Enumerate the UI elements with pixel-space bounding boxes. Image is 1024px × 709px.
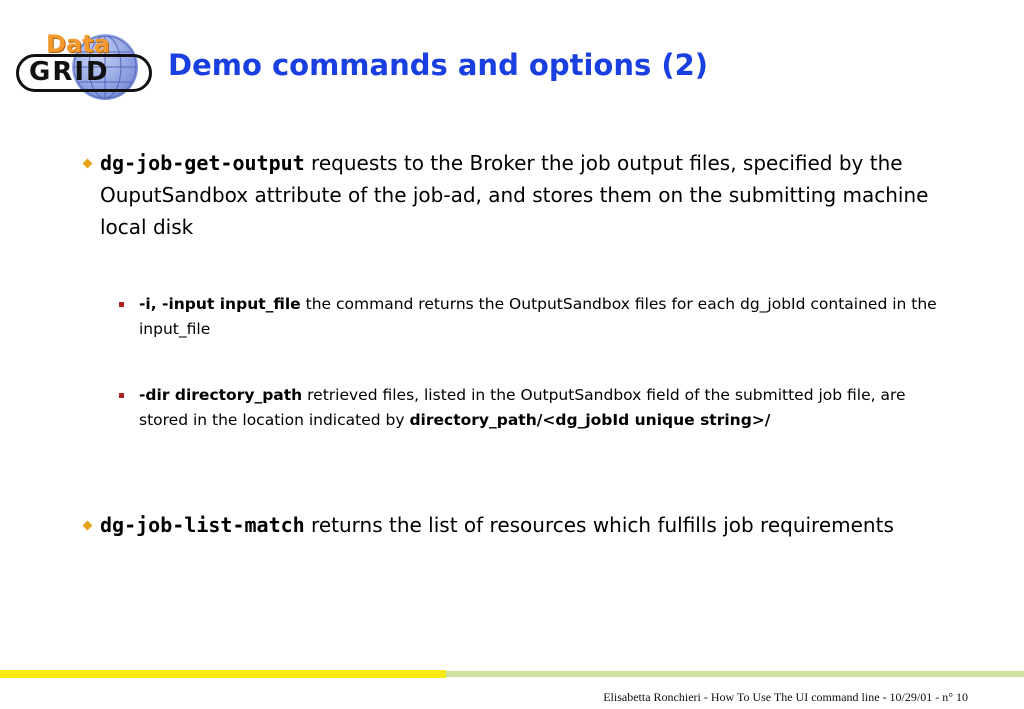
- square-bullet-icon: [119, 393, 124, 398]
- diamond-bullet-icon: [82, 158, 93, 169]
- datagrid-logo: Data GRID: [16, 30, 156, 102]
- bullet-command: dg-job-list-match: [100, 513, 305, 537]
- bullet-item: dg-job-get-output requests to the Broker…: [82, 147, 950, 243]
- sub-bullet-item: -i, -input input_file the command return…: [119, 292, 939, 342]
- footer-text: Elisabetta Ronchieri - How To Use The UI…: [603, 690, 968, 704]
- slide-title: Demo commands and options (2): [168, 48, 709, 82]
- sub-bullet-option: -i, -input input_file: [139, 295, 301, 313]
- bullet-command: dg-job-get-output: [100, 151, 305, 175]
- footer-bar-green: [446, 671, 1024, 677]
- bullet-text: requests to the Broker the job output fi…: [100, 151, 929, 239]
- sub-bullet-text: the command returns the OutputSandbox fi…: [139, 295, 937, 338]
- bullet-item: dg-job-list-match returns the list of re…: [82, 509, 950, 541]
- sub-bullet-path: directory_path/<dg_jobId unique string>/: [409, 411, 771, 429]
- diamond-bullet-icon: [82, 520, 93, 531]
- footer-bar-yellow: [0, 670, 446, 678]
- square-bullet-icon: [119, 302, 124, 307]
- sub-bullet-item: -dir directory_path retrieved files, lis…: [119, 383, 939, 433]
- logo-grid-text: GRID: [29, 57, 110, 87]
- logo-grid-frame: GRID: [16, 54, 152, 92]
- sub-bullet-text: retrieved files, listed in the OutputSan…: [139, 386, 906, 429]
- logo-data-text: Data: [46, 30, 110, 58]
- sub-bullet-option: -dir directory_path: [139, 386, 303, 404]
- bullet-text: returns the list of resources which fulf…: [304, 513, 894, 537]
